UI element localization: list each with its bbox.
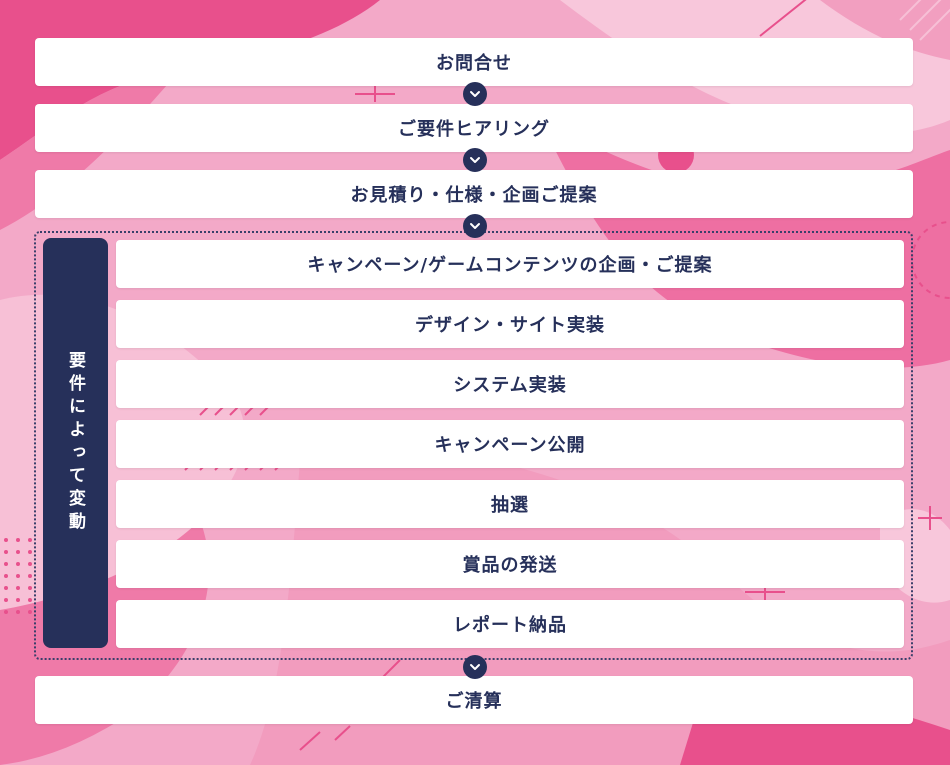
group-item: レポート納品: [116, 600, 904, 648]
step-inquiry-label: お問合せ: [436, 53, 512, 74]
step-settlement: ご清算: [35, 676, 913, 724]
step-settlement-label: ご清算: [445, 691, 503, 712]
group-item-label: キャンペーン公開: [434, 435, 586, 456]
step-hearing: ご要件ヒアリング: [35, 104, 913, 152]
group-item: 賞品の発送: [116, 540, 904, 588]
group-item-label: レポート納品: [453, 615, 567, 636]
chevron-down-icon: [463, 655, 487, 679]
group-side-label-text: 要件によって変動: [65, 351, 85, 535]
step-estimate-label: お見積り・仕様・企画ご提案: [350, 185, 598, 206]
group-item: キャンペーン/ゲームコンテンツの企画・ご提案: [116, 240, 904, 288]
group-item-label: キャンペーン/ゲームコンテンツの企画・ご提案: [307, 255, 713, 276]
chevron-down-icon: [463, 82, 487, 106]
group-item: デザイン・サイト実装: [116, 300, 904, 348]
step-inquiry: お問合せ: [35, 38, 913, 86]
group-item-label: システム実装: [453, 375, 567, 396]
group-item: システム実装: [116, 360, 904, 408]
step-estimate: お見積り・仕様・企画ご提案: [35, 170, 913, 218]
group-side-label: 要件によって変動: [43, 238, 108, 648]
chevron-down-icon: [463, 148, 487, 172]
group-item-label: デザイン・サイト実装: [415, 315, 605, 336]
group-item-label: 抽選: [491, 495, 529, 516]
step-hearing-label: ご要件ヒアリング: [398, 119, 550, 140]
group-item: 抽選: [116, 480, 904, 528]
group-item-label: 賞品の発送: [462, 555, 558, 576]
group-item: キャンペーン公開: [116, 420, 904, 468]
chevron-down-icon: [463, 214, 487, 238]
